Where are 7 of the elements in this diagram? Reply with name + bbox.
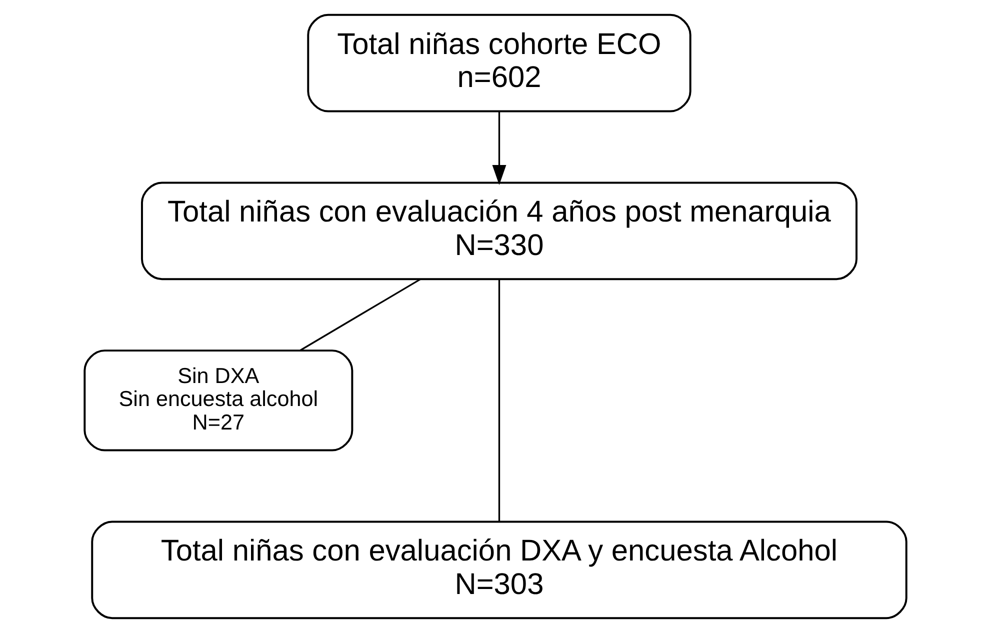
arrow (492, 111, 506, 185)
node-box: Sin DXA Sin encuesta alcohol N=27 (83, 350, 353, 452)
node-box: Total niñas con evaluación 4 años post menarquia N=330 (140, 182, 857, 280)
connector (299, 278, 420, 352)
node-box: Total niñas cohorte ECO n=602 (306, 14, 691, 112)
connector (498, 279, 500, 522)
node-box: Total niñas con evaluación DXA y encuesta Alcohol N=303 (90, 520, 907, 620)
